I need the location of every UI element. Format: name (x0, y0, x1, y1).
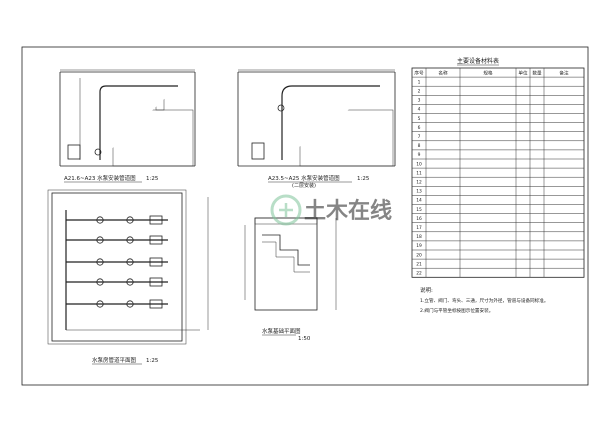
room-outline-outer (47, 189, 187, 345)
table-cell: 12 (416, 180, 422, 186)
room-outline (51, 192, 183, 342)
pump-unit (149, 235, 163, 245)
valve (96, 258, 104, 266)
pump-section-left: A21.6~A23 水泵安装管道图 1:25 (59, 69, 196, 183)
table-header: 序号 (414, 70, 424, 77)
left-section-scale: 1:25 (146, 176, 159, 182)
valve (96, 236, 104, 244)
plan-title: 水泵房管道平面图 (92, 356, 137, 364)
right-section-subtitle: (二层安装) (292, 182, 316, 189)
notes-heading: 说明: (420, 286, 433, 294)
table-cell: 5 (418, 116, 421, 122)
table-cell: 10 (416, 161, 422, 167)
foundation-outline (254, 217, 318, 311)
table-cell: 14 (416, 198, 422, 204)
notes-line-1: 1.立管、阀门、弯头、三通，尺寸为外径，管道与设备同标准。 (420, 297, 548, 304)
valve (126, 236, 134, 244)
valve (126, 278, 134, 286)
table-cell: 21 (416, 261, 422, 267)
left-section-title: A21.6~A23 水泵安装管道图 (64, 174, 136, 182)
pump-body (67, 144, 81, 160)
pump-section-right: A23.5~A25 水泵安装管道图 (二层安装) 1:25 (237, 69, 396, 189)
valve (126, 258, 134, 266)
pump-body (251, 142, 265, 160)
pump-unit (149, 215, 163, 225)
sheet-border (21, 46, 589, 386)
valve (277, 104, 285, 112)
table-cell: 20 (416, 252, 422, 258)
table-cell: 1 (418, 79, 421, 85)
table-grid: 序号名称规格单位数量备注1234567891011121314151617181… (411, 67, 585, 278)
table-cell: 8 (418, 143, 421, 149)
right-section-title: A23.5~A25 水泵安装管道图 (268, 174, 340, 182)
right-section-scale: 1:25 (357, 176, 370, 182)
pump-foundation-detail: 水泵基础平面图 1:50 (207, 197, 337, 342)
table-header: 规格 (483, 70, 493, 77)
table-header: 名称 (438, 70, 448, 77)
table-outline (411, 67, 585, 278)
table-cell: 19 (416, 243, 422, 249)
riser-pipe (281, 85, 380, 160)
stair-line-a (262, 234, 310, 266)
stair-line-b (262, 241, 310, 273)
valve (94, 148, 102, 156)
branch-pipes (66, 215, 168, 309)
table-header: 备注 (559, 70, 569, 77)
equipment-table: 主要设备材料表 序号名称规格单位数量备注12345678910111213141… (411, 57, 585, 278)
table-cell: 6 (418, 125, 421, 131)
valve (126, 216, 134, 224)
table-cell: 15 (416, 207, 422, 213)
table-cell: 2 (418, 89, 421, 95)
watermark: 土木在线 (270, 194, 392, 226)
stair-pattern (262, 234, 310, 273)
pump-unit (149, 277, 163, 287)
table-cell: 13 (416, 189, 422, 195)
table-cell: 7 (418, 134, 421, 140)
table-title: 主要设备材料表 (457, 57, 499, 65)
table-cell: 3 (418, 98, 421, 104)
table-cell: 11 (416, 170, 422, 176)
detail-scale: 1:50 (298, 336, 311, 342)
table-cell: 18 (416, 234, 422, 240)
table-header: 单位 (518, 70, 528, 77)
detail-title: 水泵基础平面图 (262, 327, 301, 335)
table-cell: 4 (418, 107, 421, 113)
valve (96, 216, 104, 224)
valve (96, 278, 104, 286)
notes-line-2: 2.阀门与平管坐标按图示位置安装。 (420, 307, 493, 314)
pump-unit (149, 299, 163, 309)
watermark-text: 土木在线 (304, 198, 392, 224)
valve (126, 300, 134, 308)
notes-block: 说明: 1.立管、阀门、弯头、三通，尺寸为外径，管道与设备同标准。 2.阀门与平… (420, 286, 548, 314)
table-cell: 9 (418, 152, 421, 158)
riser-pipe (99, 85, 178, 160)
table-header: 数量 (532, 70, 542, 77)
pump-unit (149, 257, 163, 267)
plan-scale: 1:25 (146, 358, 159, 364)
pump-room-plan: 水泵房管道平面图 1:25 (47, 189, 200, 365)
watermark-logo-cross (279, 203, 293, 217)
table-cell: 17 (416, 225, 422, 231)
valve (96, 300, 104, 308)
table-cell: 22 (416, 271, 422, 277)
watermark-logo-ring (270, 194, 302, 226)
table-cell: 16 (416, 216, 422, 222)
